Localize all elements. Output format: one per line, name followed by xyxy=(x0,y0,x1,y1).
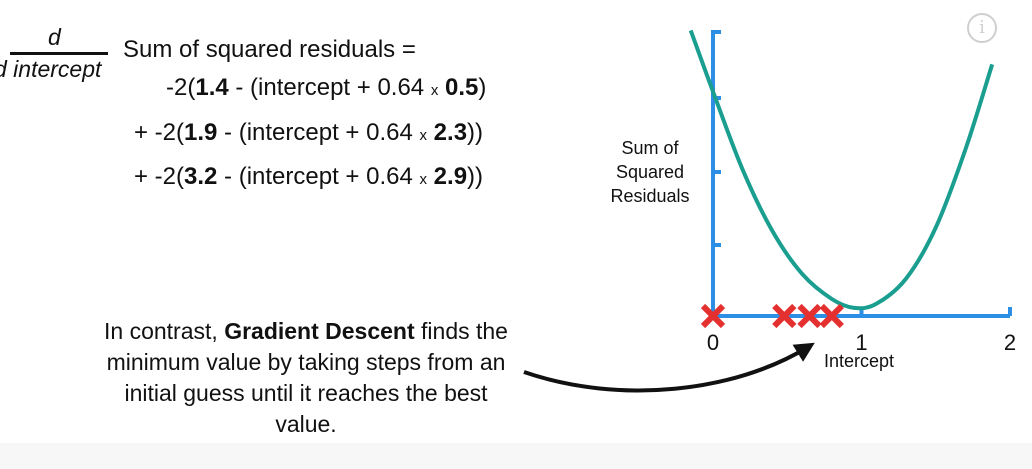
term-weight: 0.5 xyxy=(445,74,479,101)
gradient-descent-explanation: In contrast, Gradient Descent finds the … xyxy=(96,316,516,440)
guess-marker xyxy=(797,303,822,329)
explanation-keyword: Gradient Descent xyxy=(224,318,415,344)
term-observed: 1.4 xyxy=(195,74,229,101)
term-middle: - (intercept + 0.64 xyxy=(217,119,420,146)
equation-term-1: -2(1.4 - (intercept + 0.64 x 0.5) xyxy=(166,74,486,102)
explanation-rest: finds the minimum value by taking steps … xyxy=(106,318,508,437)
equation-head: Sum of squared residuals = xyxy=(123,36,416,63)
guess-marker-stroke xyxy=(819,303,844,329)
term-suffix: )) xyxy=(467,119,484,146)
term-weight: 2.9 xyxy=(433,163,468,190)
term-suffix: )) xyxy=(467,163,484,190)
term-middle: - (intercept + 0.64 xyxy=(228,74,431,101)
times-sign: x xyxy=(430,82,439,99)
equation-term-2: + -2(1.9 - (intercept + 0.64 x 2.3)) xyxy=(134,119,483,147)
x-axis-label: Intercept xyxy=(824,351,894,371)
ssr-curve xyxy=(688,29,995,311)
term-middle: - (intercept + 0.64 xyxy=(217,163,420,190)
derivative-numerator: d xyxy=(48,24,61,50)
equation-term-3: + -2(3.2 - (intercept + 0.64 x 2.9)) xyxy=(134,163,483,191)
term-observed: 3.2 xyxy=(184,163,218,190)
guess-marker xyxy=(772,303,797,329)
guess-markers xyxy=(700,303,844,329)
plot-axes xyxy=(711,30,1012,318)
y-axis-label: Sum of Squared Residuals xyxy=(610,138,690,206)
x-tick-label: 0 xyxy=(707,330,719,355)
term-observed: 1.9 xyxy=(184,119,218,146)
pointer-arrow xyxy=(523,342,815,393)
term-prefix: -2( xyxy=(166,74,196,101)
times-sign: x xyxy=(419,127,428,144)
guess-marker-stroke xyxy=(797,303,822,329)
guess-marker-stroke xyxy=(772,303,797,329)
curve-layer xyxy=(688,29,995,311)
guess-marker-stroke xyxy=(700,303,726,329)
term-suffix: ) xyxy=(478,74,487,101)
explanation-lead: In contrast, xyxy=(104,318,225,344)
info-icon[interactable]: i xyxy=(967,13,997,43)
times-sign: x xyxy=(419,171,428,188)
derivative-denominator: d intercept xyxy=(0,56,102,82)
term-prefix: + -2( xyxy=(134,119,185,146)
x-tick-label: 1 xyxy=(855,330,867,355)
x-tick-label: 2 xyxy=(1004,330,1016,355)
footer-bar xyxy=(0,443,1032,469)
term-prefix: + -2( xyxy=(134,163,185,190)
guess-marker xyxy=(819,303,844,329)
fraction-bar xyxy=(10,52,108,55)
term-weight: 2.3 xyxy=(433,119,468,146)
guess-marker xyxy=(700,303,726,329)
